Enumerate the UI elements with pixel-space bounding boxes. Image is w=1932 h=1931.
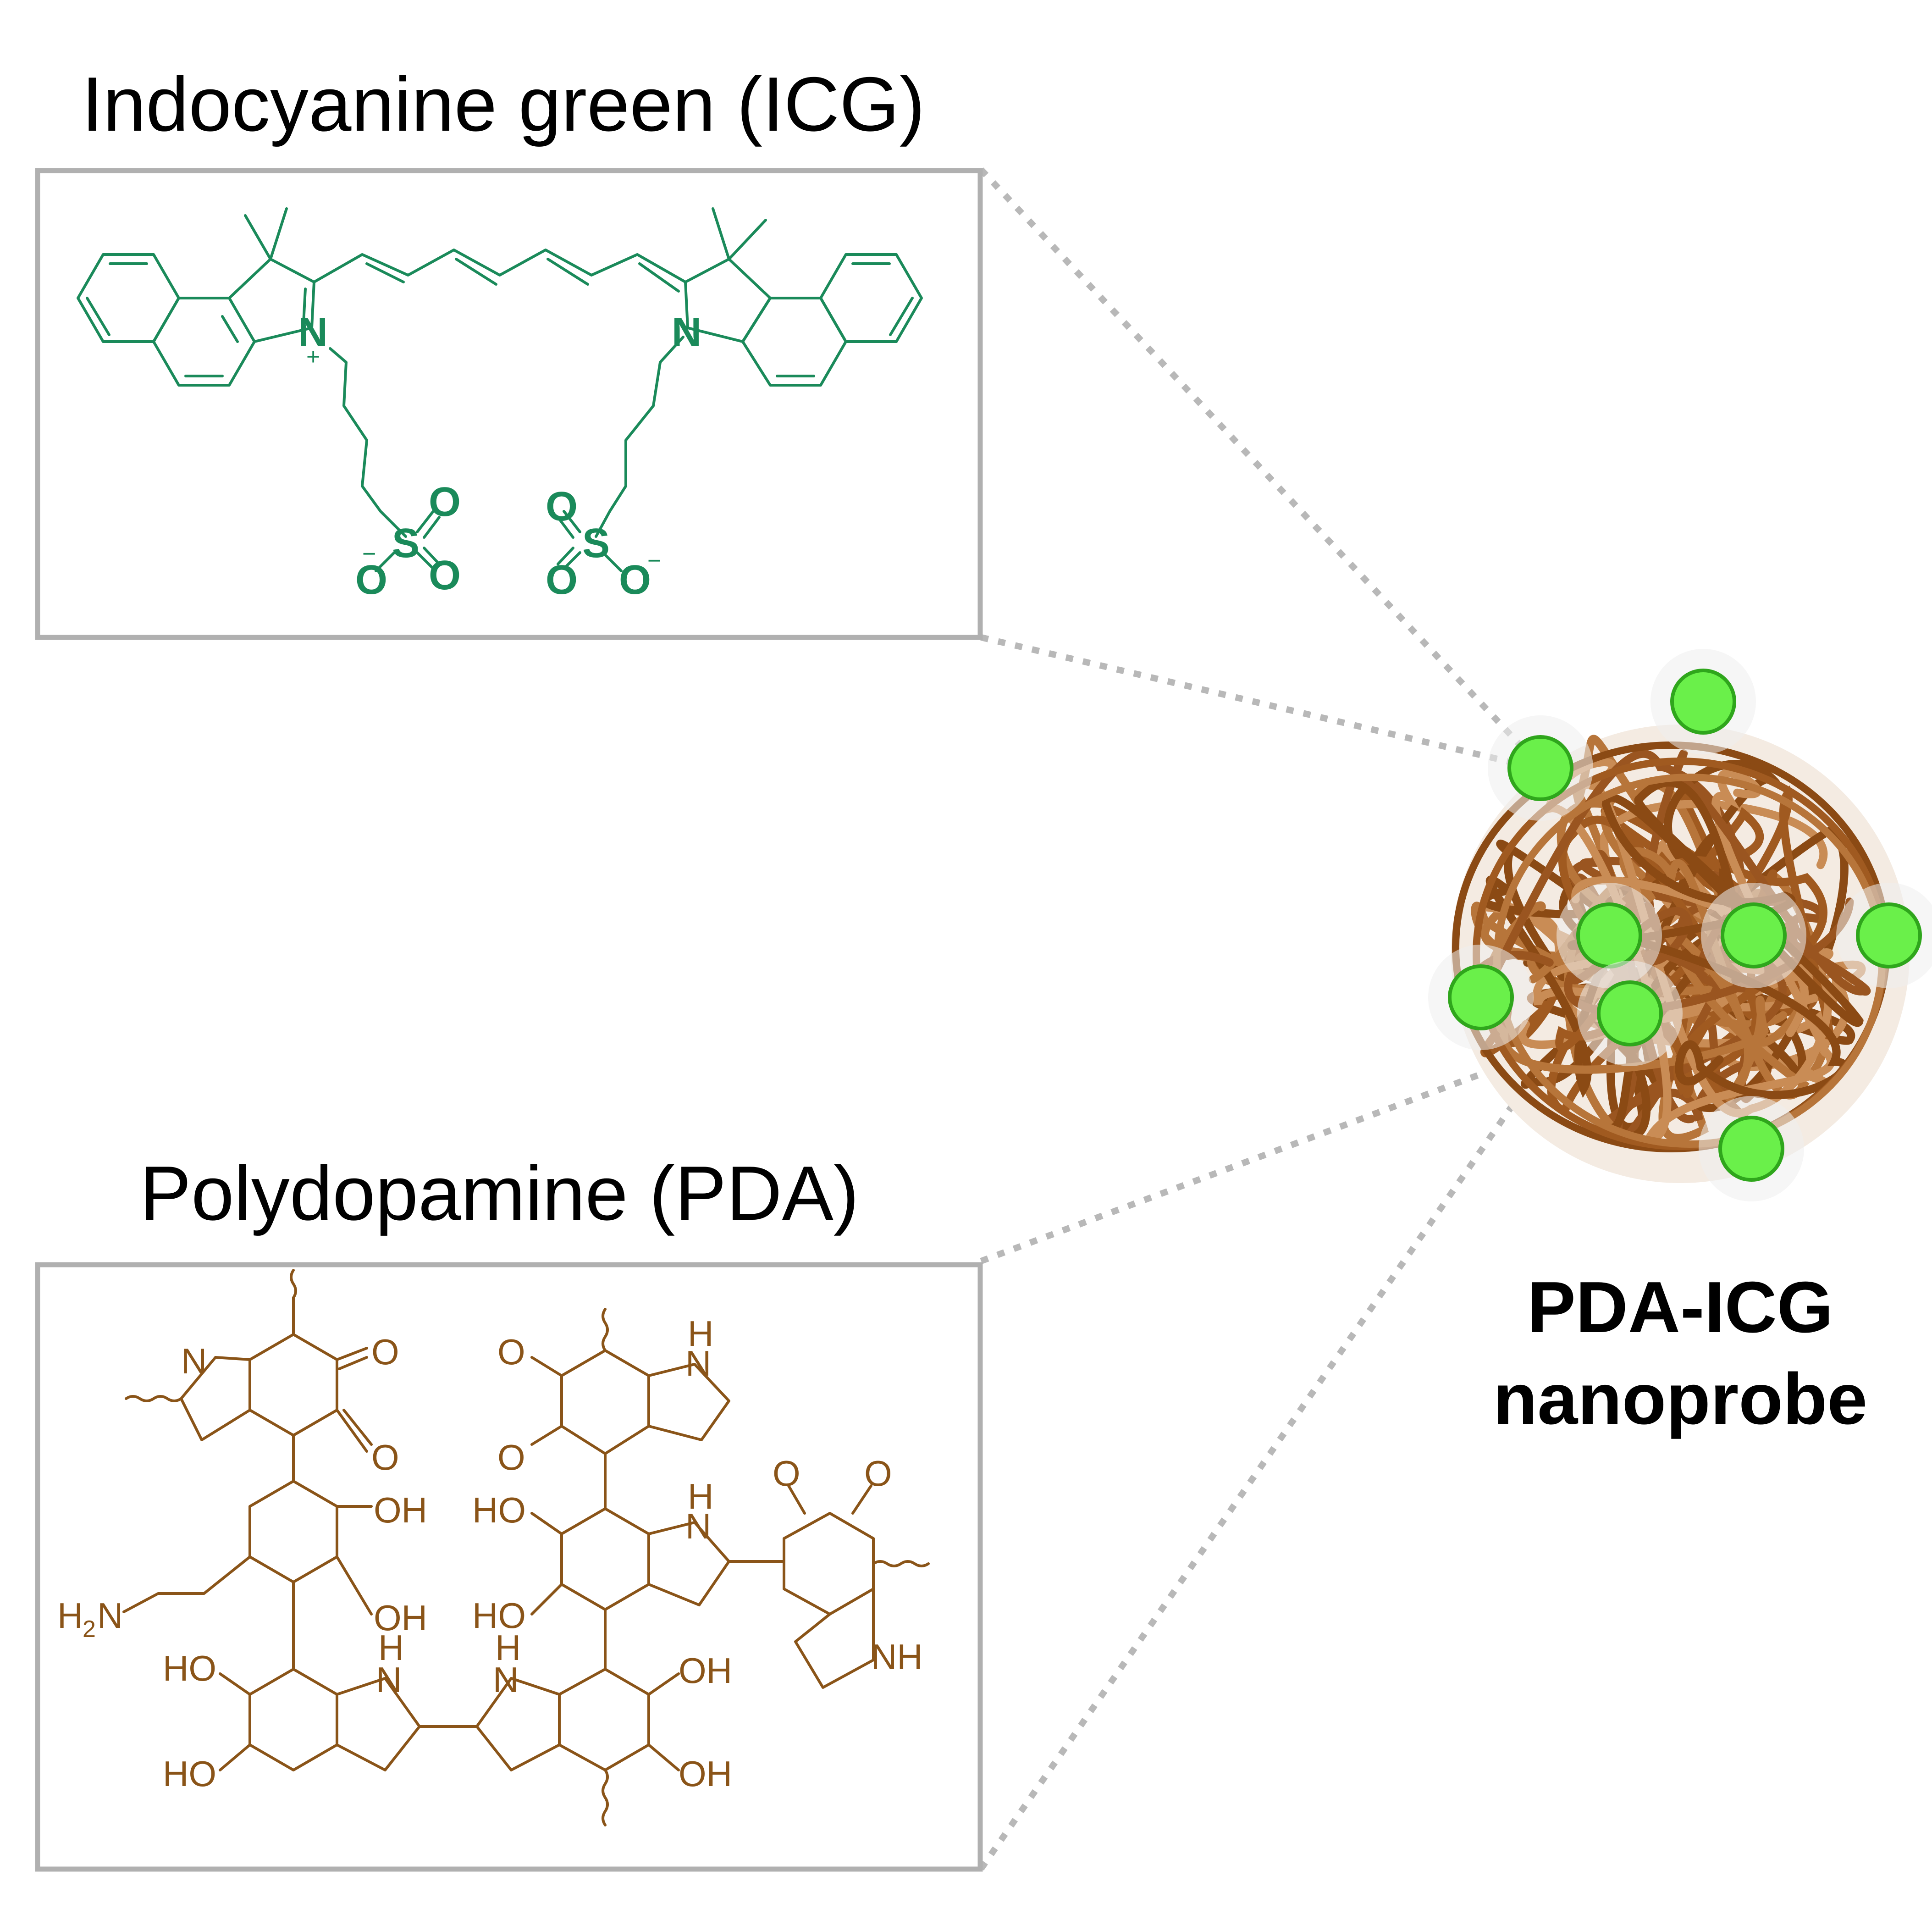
icg-dye-markers xyxy=(1428,649,1932,1201)
pda-atom-n-2: N xyxy=(376,1660,402,1700)
zoom-connector-lines xyxy=(978,167,1529,1870)
icg-atom-o-right-3: O xyxy=(619,557,651,603)
pda-amine-h: H xyxy=(57,1595,83,1636)
pda-atom-o-4: O xyxy=(497,1437,525,1477)
pda-atom-oh-2: OH xyxy=(374,1598,427,1638)
connector-icg-top xyxy=(978,167,1529,754)
icg-left-sulfobutyl-chain xyxy=(329,347,407,538)
icg-right-ring-a xyxy=(819,253,923,343)
pda-atom-oh-1: OH xyxy=(374,1490,427,1530)
pda-amine-n: N xyxy=(97,1595,123,1636)
icg-polymethine-chain xyxy=(313,249,687,283)
nanoprobe-label-line-2: nanoprobe xyxy=(1493,1359,1867,1439)
icg-charge-minus-right: − xyxy=(647,548,661,574)
pda-atom-o-6: O xyxy=(864,1453,892,1494)
pda-structure xyxy=(122,1269,930,1826)
pda-atom-o-1: O xyxy=(371,1332,399,1372)
icg-structure xyxy=(77,207,923,572)
pda-title: Polydopamine (PDA) xyxy=(140,1150,859,1236)
icg-dye-marker xyxy=(1597,980,1663,1046)
icg-atom-o-right-2: O xyxy=(546,557,578,603)
icg-right-sulfobutyl-chain xyxy=(595,336,684,538)
connector-pda-top xyxy=(980,1061,1510,1264)
pda-atom-h-3: H xyxy=(688,1476,713,1516)
pda-atom-labels: N O O OH OH H 2 N HO HO H N H N OH OH HO… xyxy=(57,1313,923,1794)
pda-atom-h-1: H xyxy=(378,1627,404,1668)
pda-icg-nanoparticle xyxy=(1428,649,1932,1201)
pda-atom-n-5: N xyxy=(685,1343,711,1383)
pda-atom-n-3: N xyxy=(493,1660,519,1700)
icg-dye-marker xyxy=(1448,964,1514,1030)
pda-atom-oh-4: OH xyxy=(679,1754,732,1794)
icg-dye-marker xyxy=(1576,902,1642,968)
pda-atom-ho-3: HO xyxy=(472,1490,526,1530)
icg-atom-s-right: S xyxy=(582,520,610,566)
pda-atom-h-2: H xyxy=(495,1627,521,1668)
icg-atom-n-right: N xyxy=(672,310,701,355)
pda-atom-ho-1: HO xyxy=(163,1648,216,1688)
connector-icg-bottom xyxy=(980,634,1528,769)
pda-atom-n-4: N xyxy=(685,1506,711,1546)
pda-atom-oh-3: OH xyxy=(679,1650,732,1691)
pda-atom-o-2: O xyxy=(371,1437,399,1477)
icg-atom-o-left-1: O xyxy=(429,479,461,525)
icg-atom-s-left: S xyxy=(392,520,420,566)
pda-atom-ho-4: HO xyxy=(472,1595,526,1636)
pda-atom-ho-2: HO xyxy=(163,1754,216,1794)
icg-atom-n-left: N xyxy=(298,310,328,355)
icg-dye-marker xyxy=(1721,902,1787,968)
icg-atom-o-left-3: O xyxy=(355,557,387,603)
nanoprobe-label-line-1: PDA-ICG xyxy=(1527,1267,1833,1348)
icg-dye-marker xyxy=(1670,669,1736,735)
pda-amine-subscript: 2 xyxy=(83,1616,96,1643)
icg-dye-marker xyxy=(1718,1116,1784,1182)
icg-title: Indocyanine green (ICG) xyxy=(82,61,925,147)
pda-atom-o-5: O xyxy=(773,1453,800,1494)
icg-dye-marker xyxy=(1856,902,1922,968)
polymer-strand xyxy=(1555,785,1833,1127)
icg-charge-minus-left: − xyxy=(362,541,376,567)
pda-atom-nh: NH xyxy=(871,1637,923,1677)
icg-atom-o-right-1: O xyxy=(546,484,578,530)
pda-atom-h-4: H xyxy=(688,1313,713,1354)
connector-pda-bottom xyxy=(978,1090,1525,1870)
icg-atom-labels: N + N S O O O − S O O O − xyxy=(298,310,701,603)
pda-atom-n-1: N xyxy=(181,1341,207,1381)
icg-atom-o-left-2: O xyxy=(429,553,461,598)
icg-dye-marker xyxy=(1507,735,1573,801)
icg-charge-plus: + xyxy=(306,343,320,370)
icg-structure-frame xyxy=(35,168,983,640)
pda-atom-o-3: O xyxy=(497,1332,525,1372)
